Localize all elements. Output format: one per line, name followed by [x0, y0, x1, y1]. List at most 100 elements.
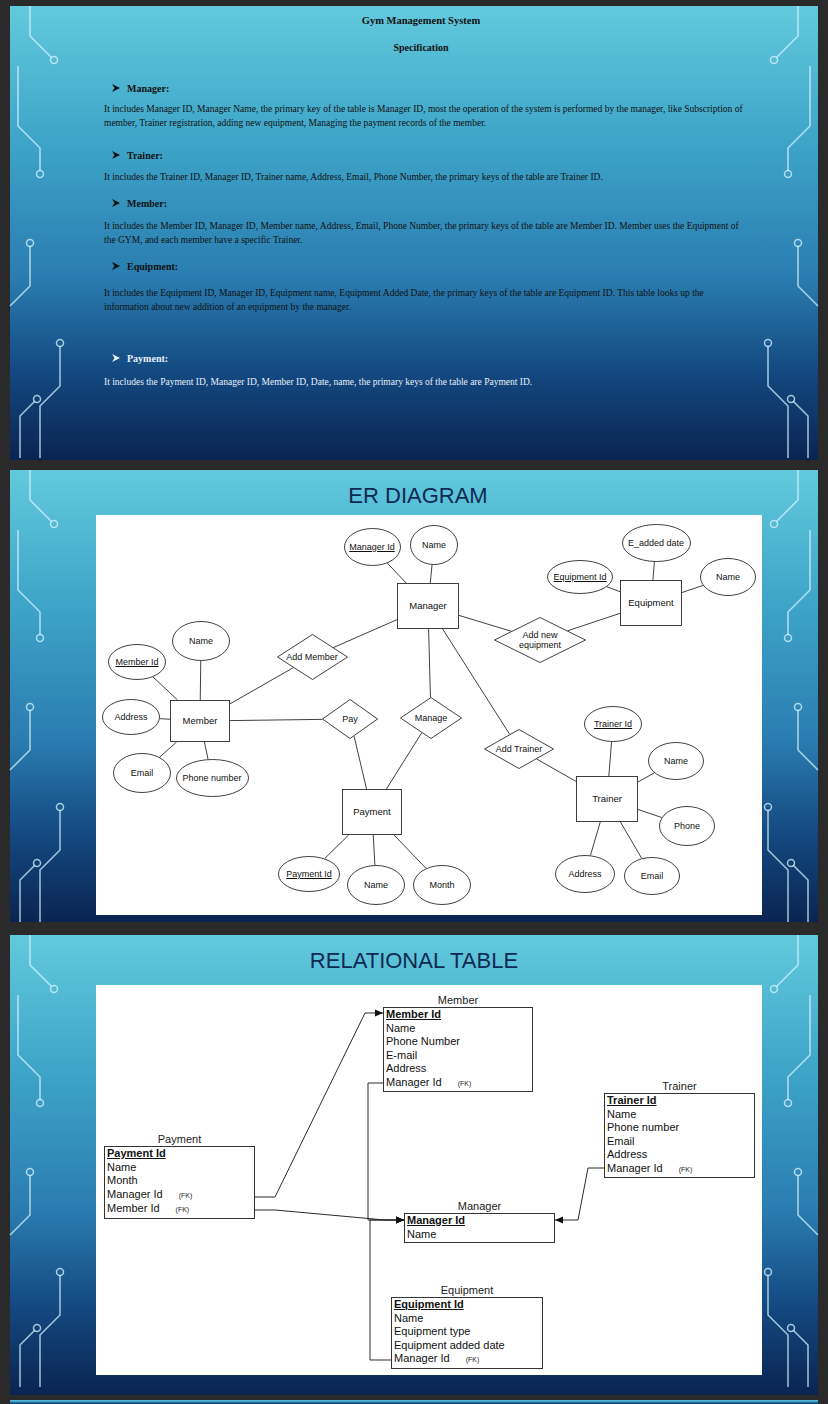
circuit-node: [27, 1169, 34, 1176]
ellipse-outline: [660, 807, 715, 846]
circuit-line: [18, 530, 40, 635]
text-stack: Phone number: [182, 773, 241, 783]
ellipse-outline: [625, 858, 680, 895]
circuit-line: [30, 935, 52, 987]
ellipse-outline: [649, 743, 704, 780]
circuit-line: [10, 246, 30, 306]
attribute-ellipse: Name: [410, 525, 458, 565]
circuit-line: [768, 346, 788, 458]
bullet-arrow: [112, 262, 120, 270]
connector: [153, 677, 178, 700]
connector-line: [255, 1013, 383, 1197]
field-name: Address: [607, 1148, 647, 1160]
connector: [653, 562, 655, 580]
diamond-outline: [401, 698, 462, 739]
field-name: Name: [394, 1312, 423, 1324]
ellipse-outline: [414, 866, 471, 905]
relationship-name: Manage: [415, 713, 448, 723]
relationship-diamond: Add new equipment: [494, 617, 586, 663]
connector-line: [255, 1210, 404, 1220]
attribute-name: E_added date: [628, 538, 684, 548]
connector: [555, 1168, 604, 1224]
table-name: Trainer: [604, 1079, 755, 1093]
circuit-node: [34, 860, 41, 867]
connector-line: [609, 742, 612, 776]
attribute-name: Trainer Id: [594, 719, 632, 729]
key-marker: (FK): [466, 1356, 480, 1363]
connector: [255, 1010, 383, 1198]
rect-outline: [398, 584, 459, 629]
connector-line: [429, 629, 431, 697]
circuit-node: [795, 1169, 802, 1176]
text-stack: Manager Id: [349, 542, 395, 552]
text-stack: Member Id: [115, 657, 158, 667]
attribute-name: Month: [429, 880, 454, 890]
relation-table: EquipmentEquipment IdNameEquipment typeE…: [391, 1283, 543, 1369]
circuit-node: [37, 171, 44, 178]
table-row: Member Id: [386, 1008, 529, 1022]
table-name-text: Member: [438, 994, 478, 1006]
circuit-line: [768, 810, 788, 922]
table-row: Name: [407, 1228, 551, 1242]
connector: [160, 742, 177, 757]
table-body: Equipment IdNameEquipment typeEquipment …: [391, 1297, 543, 1369]
connector-line: [430, 565, 432, 583]
text-stack: Manage: [415, 713, 448, 723]
attribute-name: Address: [114, 712, 147, 722]
text-stack: Address: [114, 712, 147, 722]
bullet-arrow: [112, 84, 120, 92]
ellipse-outline: [585, 707, 642, 742]
circuit-line: [788, 530, 810, 635]
table-body: Trainer IdNamePhone numberEmailAddressMa…: [604, 1093, 755, 1178]
connector: [607, 587, 620, 592]
attribute-ellipse: Phone: [659, 806, 715, 846]
arrow-head: [396, 1217, 404, 1224]
ellipse-outline: [279, 857, 340, 892]
attribute-ellipse: Name: [700, 558, 756, 596]
text-stack: Add new equipment: [516, 630, 564, 651]
field-name: Name: [407, 1228, 436, 1240]
attribute-name: Phone number: [182, 773, 241, 783]
circuit-node: [51, 57, 58, 64]
field-name: E-mail: [386, 1049, 417, 1061]
circuit-node: [37, 635, 44, 642]
connector-line: [387, 563, 406, 583]
connector-line: [607, 587, 620, 592]
bullet-arrow: [112, 199, 120, 207]
connector-line: [160, 742, 177, 757]
entity-name: Manager: [409, 601, 447, 612]
field-name: Manager Id: [607, 1162, 663, 1174]
relationship-name: Add new equipment: [516, 630, 564, 651]
circuit-node: [771, 521, 778, 528]
relation-table: TrainerTrainer IdNamePhone numberEmailAd…: [604, 1079, 755, 1178]
section-text: It includes the Equipment ID, Manager ID…: [104, 287, 744, 315]
connector-line: [638, 773, 654, 782]
connector: [325, 835, 349, 858]
text-stack: Equipment: [628, 598, 673, 609]
field-name: Name: [107, 1161, 136, 1173]
rect-outline: [343, 790, 402, 835]
circuit-line: [776, 935, 798, 987]
connector: [429, 629, 431, 697]
connector-line: [394, 835, 426, 868]
section-heading: Equipment:: [127, 260, 178, 275]
text-stack: Phone: [674, 821, 700, 831]
connector: [620, 822, 641, 858]
circuit-line: [788, 66, 810, 171]
table-name: Payment: [104, 1132, 255, 1146]
circuit-node: [788, 1325, 795, 1332]
attribute-ellipse: Trainer Id: [584, 706, 642, 742]
text-stack: Email: [641, 871, 664, 881]
diamond-outline: [495, 618, 586, 663]
attribute-name: Member Id: [115, 657, 158, 667]
circuit-line: [788, 995, 810, 1100]
text-stack: Name: [716, 572, 740, 582]
relationship-name: Add Member: [286, 652, 338, 662]
key-marker: (FK): [458, 1080, 472, 1087]
ellipse-outline: [173, 622, 230, 661]
attribute-ellipse: E_added date: [622, 524, 691, 562]
field-name: Email: [607, 1135, 635, 1147]
circuit-node: [57, 340, 64, 347]
circuit-line: [40, 346, 60, 458]
table-row: Address: [607, 1148, 751, 1162]
